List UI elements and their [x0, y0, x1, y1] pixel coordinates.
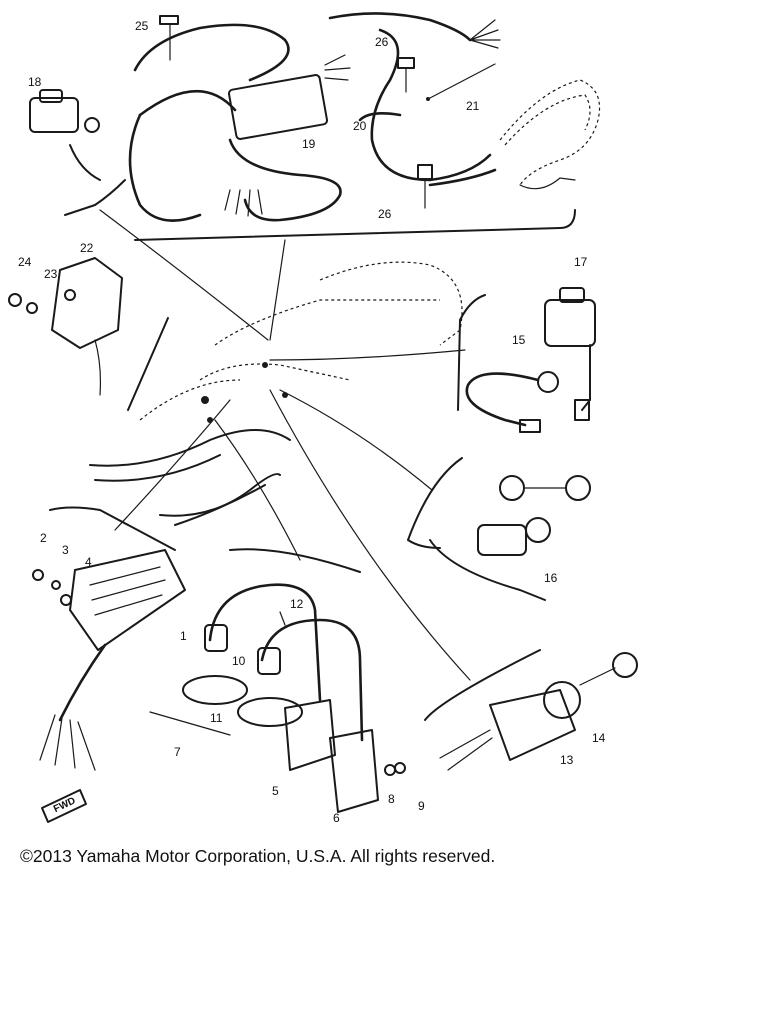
callout-5: 5 [272, 784, 279, 798]
callout-2: 2 [40, 531, 47, 545]
callout-17: 17 [574, 255, 588, 269]
electrical-parts-diagram: FWD 123456789101112131415161718192021222… [8, 12, 638, 825]
callout-26a: 26 [375, 35, 389, 49]
fwd-label: FWD [52, 795, 77, 815]
vehicle-outline [89, 261, 463, 526]
callout-18: 18 [28, 75, 42, 89]
callout-25: 25 [135, 19, 149, 33]
callout-4: 4 [85, 555, 92, 569]
callout-13: 13 [560, 753, 574, 767]
callout-20: 20 [353, 119, 367, 133]
callout-6: 6 [333, 811, 340, 825]
part-17-switch [544, 287, 596, 421]
callout-15: 15 [512, 333, 526, 347]
part-5-12-ignition-coils [149, 583, 406, 813]
callout-9: 9 [418, 799, 425, 813]
callout-26b: 26 [378, 207, 392, 221]
callout-10: 10 [232, 654, 246, 668]
part-16-main-switch [429, 475, 591, 601]
callout-16: 16 [544, 571, 558, 585]
callout-14: 14 [592, 731, 606, 745]
callout-22: 22 [80, 241, 94, 255]
callout-23: 23 [44, 267, 58, 281]
callout-1: 1 [180, 629, 187, 643]
section-brackets [49, 179, 576, 721]
callout-8: 8 [388, 792, 395, 806]
callout-7: 7 [174, 745, 181, 759]
callout-3: 3 [62, 543, 69, 557]
part-15-harness [465, 371, 559, 433]
callout-19: 19 [302, 137, 316, 151]
fwd-direction-marker: FWD [41, 789, 87, 823]
part-18-switch [29, 89, 101, 181]
callout-11: 11 [210, 711, 223, 725]
callout-12: 12 [290, 597, 304, 611]
callout-24: 24 [18, 255, 32, 269]
part-13-14-key-switch [439, 652, 638, 771]
wire-harness [128, 12, 601, 222]
copyright-notice: ©2013 Yamaha Motor Corporation, U.S.A. A… [20, 846, 496, 866]
part-1-cdi-unit [32, 549, 186, 771]
callout-21: 21 [466, 99, 480, 113]
part-22-regulator [8, 257, 123, 396]
